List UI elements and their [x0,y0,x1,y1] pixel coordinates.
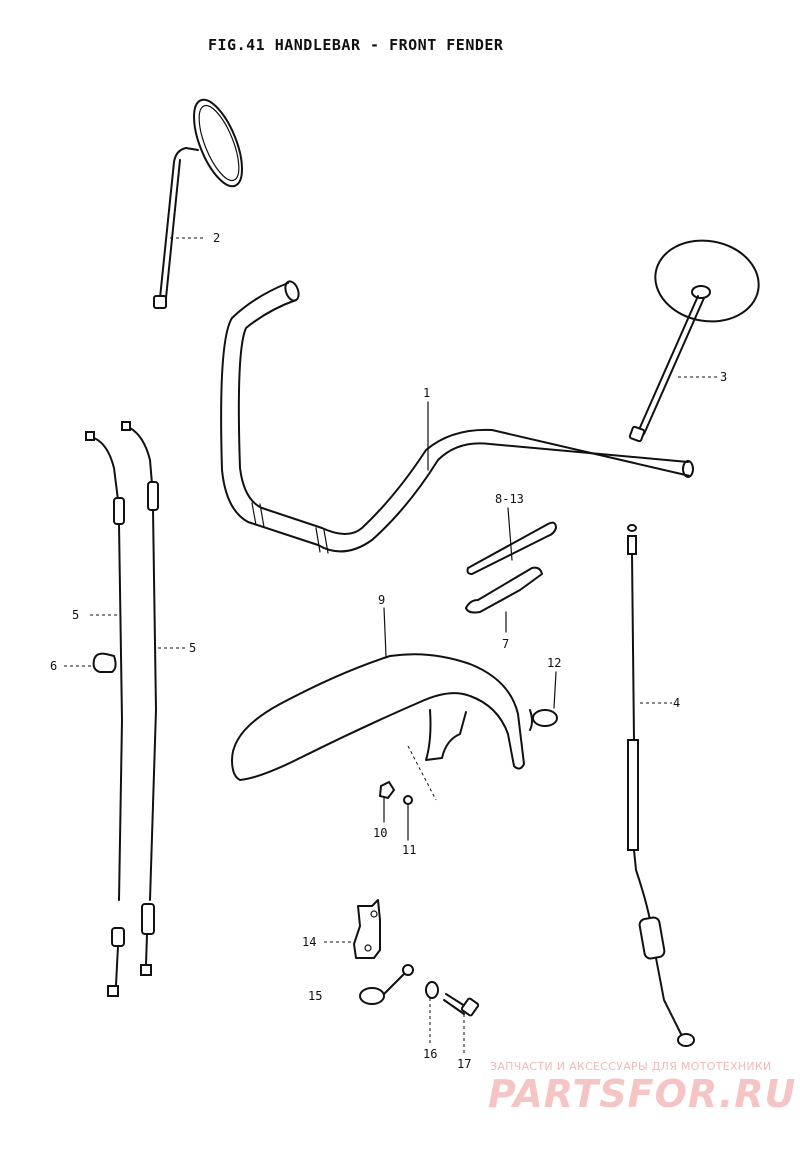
callout-2: 2 [213,231,221,245]
callout-3: 3 [720,370,728,384]
callout-17: 17 [457,1057,472,1071]
fender-bracket [353,899,381,959]
harness-clamp [465,566,543,614]
washer [425,981,439,999]
figure-title: FIG.41 HANDLEBAR - FRONT FENDER [208,36,504,54]
callout-9: 9 [378,593,386,607]
fender-nut [378,780,396,800]
bolt [443,993,480,1017]
callout-16: 16 [423,1047,438,1061]
watermark-tagline: ЗАПЧАСТИ И АКСЕССУАРЫ ДЛЯ МОТОТЕХНИКИ [490,1060,772,1073]
right-mirror [628,239,760,443]
fender-washer [403,795,413,805]
wiring-strap [466,521,557,575]
watermark-logo: PARTSFOR.RU [488,1072,797,1116]
callout-14: 14 [302,935,317,949]
left-mirror [153,98,243,309]
callout-5-left: 5 [72,608,80,622]
front-fender [231,653,525,801]
bracket-hook [359,964,414,1005]
callout-5-right: 5 [189,641,197,655]
callout-7: 7 [502,637,510,651]
left-clutch-cable [85,431,125,997]
callout-6: 6 [50,659,58,673]
left-throttle-cable [121,421,159,976]
callout-4: 4 [673,696,681,710]
cable-clamp [92,652,117,673]
callout-8-13: 8-13 [495,492,524,506]
callout-12: 12 [547,656,562,670]
callout-1: 1 [423,386,431,400]
callout-10: 10 [373,826,388,840]
callout-15: 15 [308,989,323,1003]
reflector-grommet [529,709,558,731]
front-brake-cable [627,524,695,1047]
callout-11: 11 [402,843,417,857]
handlebar [220,280,694,554]
callout-leaders [64,237,718,1056]
